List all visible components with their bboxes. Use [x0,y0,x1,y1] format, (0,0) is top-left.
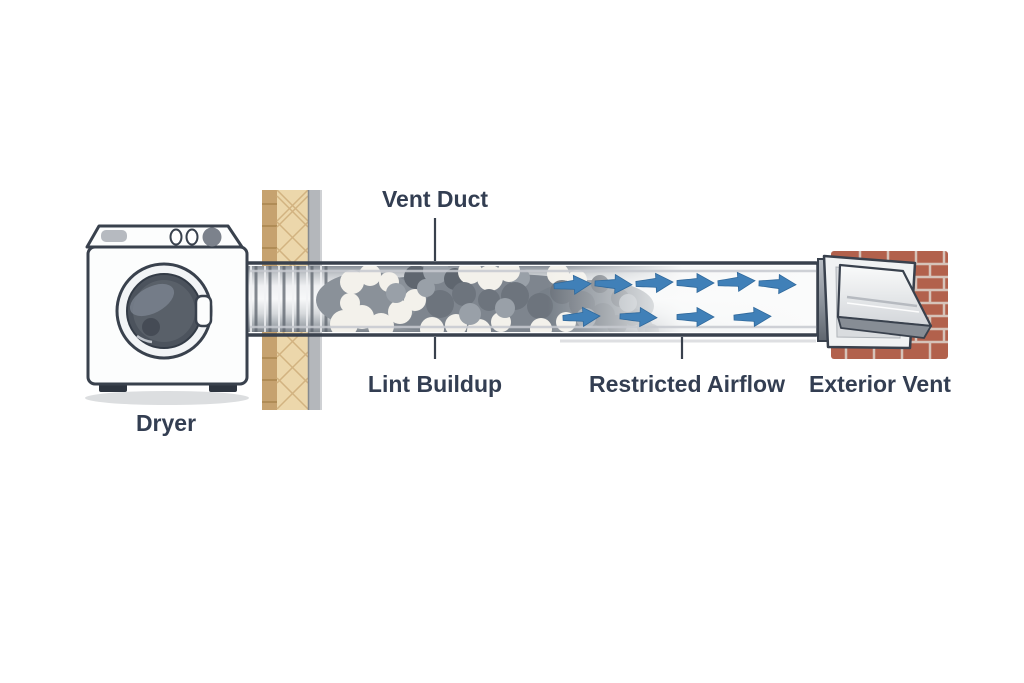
dryer-door [115,262,213,360]
label-exterior-vent: Exterior Vent [809,371,951,397]
clear-airflow-channel [548,266,817,332]
vent-hood-crease-highlight [846,302,920,313]
vent-hood-crease [846,295,918,308]
leader-lines [433,218,684,359]
label-restricted-airflow: Restricted Airflow [589,371,785,397]
dryer-illustration [85,224,249,405]
label-vent-duct: Vent Duct [382,186,488,212]
label-dryer: Dryer [136,410,196,436]
dryer-knob [202,227,222,247]
vent-duct [238,261,820,343]
dryer-top-panel [85,224,244,249]
door-glass-reflection [136,334,153,344]
vent-hood-underside [837,316,932,339]
dryer-shadow [85,391,249,405]
door-glass-sheen [129,283,175,317]
door-glass-shade [142,318,160,336]
exterior-vent [817,251,948,359]
dryer-button [169,228,183,246]
dryer-door-handle [194,294,213,328]
dryer-button [185,228,199,246]
label-lint-buildup: Lint Buildup [368,371,502,397]
dryer-lint-slot [101,230,127,242]
duct-corrugation [250,266,328,332]
